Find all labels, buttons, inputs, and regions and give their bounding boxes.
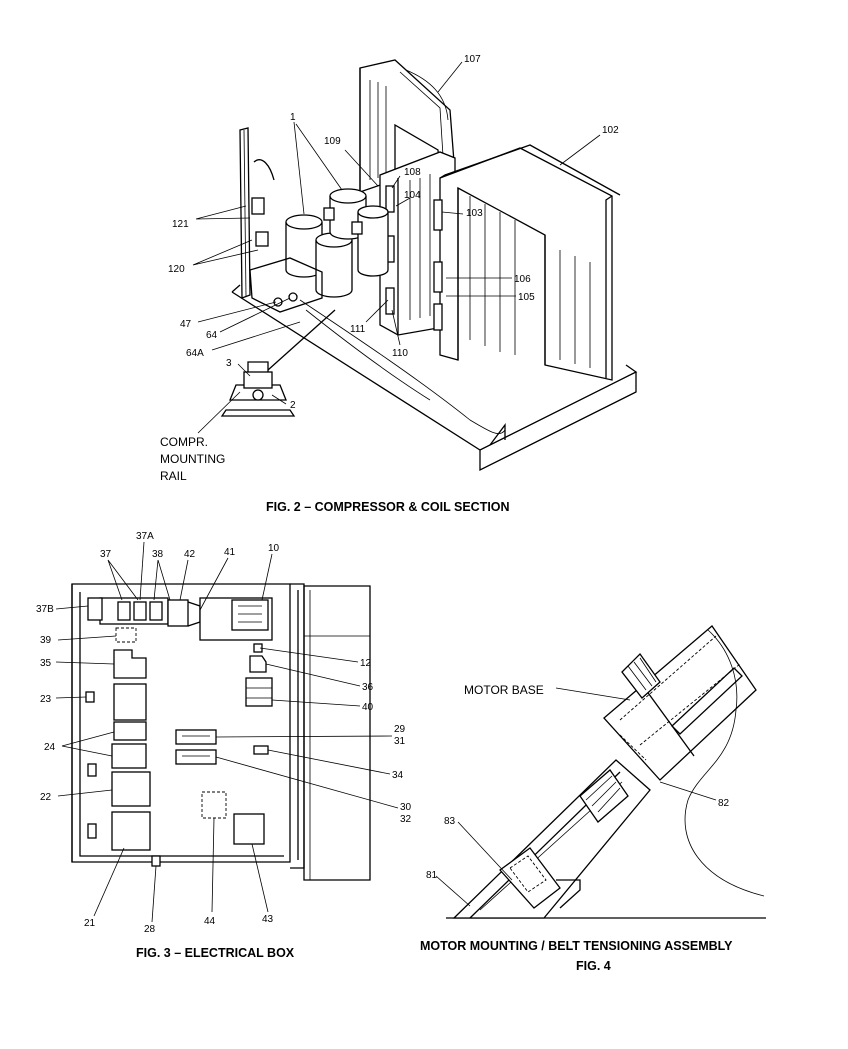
rail-label-line-1: COMPR. [160, 435, 208, 449]
fig4-caption-line-2: FIG. 4 [576, 959, 611, 973]
callout-82: 82 [718, 798, 730, 809]
callout-105: 105 [518, 292, 535, 303]
component-28 [151, 855, 161, 867]
rail-label-line-3: RAIL [160, 469, 187, 483]
callout-32: 32 [400, 814, 412, 825]
component-35 [113, 649, 147, 679]
fig3-caption: FIG. 3 – ELECTRICAL BOX [136, 946, 295, 960]
contactor-box [351, 221, 363, 235]
component-42 [167, 599, 189, 627]
callout-43: 43 [262, 914, 274, 925]
callout-29: 29 [394, 724, 406, 735]
callout-44: 44 [204, 916, 216, 927]
callout-38: 38 [152, 549, 164, 560]
rail-label-line-2: MOUNTING [160, 452, 225, 466]
compressor-right [357, 205, 389, 277]
callout-40: 40 [362, 702, 374, 713]
component-37a [133, 601, 147, 621]
motor-base-plate [603, 625, 757, 781]
callout-103: 103 [466, 208, 483, 219]
callout-22: 22 [40, 792, 52, 803]
component-36 [249, 655, 267, 673]
component-43 [233, 813, 265, 845]
callout-28: 28 [144, 924, 156, 935]
callout-36: 36 [362, 682, 374, 693]
fig4-motor-mounting: MOTOR BASE 82 83 81 MOTOR MOUNTING / BEL… [420, 625, 766, 973]
callout-104: 104 [404, 190, 421, 201]
fig3-electrical-box: 37 37A 38 42 41 10 37B 39 35 12 36 23 40… [36, 531, 412, 960]
component-37b [87, 597, 103, 621]
callout-12: 12 [360, 658, 372, 669]
callout-21: 21 [84, 918, 96, 929]
callout-39: 39 [40, 635, 52, 646]
callout-83: 83 [444, 816, 456, 827]
callout-41: 41 [224, 547, 236, 558]
adjusting-block [579, 769, 629, 823]
callout-1: 1 [290, 112, 296, 123]
callout-24: 24 [44, 742, 56, 753]
callout-64: 64 [206, 330, 218, 341]
fig2-caption: FIG. 2 – COMPRESSOR & COIL SECTION [266, 500, 510, 514]
callout-37: 37 [100, 549, 112, 560]
component-39 [115, 627, 137, 643]
component-24-upper [113, 721, 147, 741]
callout-108: 108 [404, 167, 421, 178]
component-44 [201, 791, 227, 819]
callout-47: 47 [180, 319, 192, 330]
callout-102: 102 [602, 125, 619, 136]
component-24-lower [111, 743, 147, 769]
fig2-compressor-coil-section: 1 107 102 109 108 104 103 121 120 106 10… [160, 54, 638, 514]
fig2-left-post [239, 127, 323, 313]
callout-30: 30 [400, 802, 412, 813]
callout-3: 3 [226, 358, 232, 369]
component-40 [245, 677, 273, 707]
component-23 [113, 683, 147, 721]
fig2-base-pan [231, 284, 638, 472]
callout-34: 34 [392, 770, 404, 781]
compressor-front [315, 232, 353, 298]
callout-81: 81 [426, 870, 438, 881]
component-34 [253, 745, 269, 755]
component-29-31 [175, 729, 217, 745]
callout-107: 107 [464, 54, 481, 65]
callout-111: 111 [350, 324, 366, 335]
callout-37a: 37A [136, 531, 154, 542]
motor-base-label: MOTOR BASE [464, 683, 544, 697]
callout-31: 31 [394, 736, 406, 747]
contactor-box [323, 207, 335, 221]
component-21 [111, 811, 151, 851]
side-panel [303, 585, 371, 881]
coil-107 [359, 59, 456, 193]
callout-106: 106 [514, 274, 531, 285]
callout-110: 110 [392, 348, 408, 359]
component-10 [231, 599, 269, 631]
callout-120: 120 [168, 264, 185, 275]
callout-35: 35 [40, 658, 52, 669]
callout-23: 23 [40, 694, 52, 705]
fig4-caption-line-1: MOTOR MOUNTING / BELT TENSIONING ASSEMBL… [420, 939, 733, 953]
compressor-left [285, 214, 323, 278]
callout-109: 109 [324, 136, 341, 147]
component-30-32 [175, 749, 217, 765]
callout-64a: 64A [186, 348, 204, 359]
callout-37b: 37B [36, 604, 54, 615]
callout-42: 42 [184, 549, 196, 560]
compressor-mounting-rail [220, 309, 336, 417]
callout-121: 121 [172, 219, 189, 230]
component-22 [111, 771, 151, 807]
component-38 [149, 601, 163, 621]
callout-2: 2 [290, 400, 296, 411]
coil-102 [433, 144, 621, 381]
component-37 [117, 601, 131, 621]
callout-10: 10 [268, 543, 280, 554]
